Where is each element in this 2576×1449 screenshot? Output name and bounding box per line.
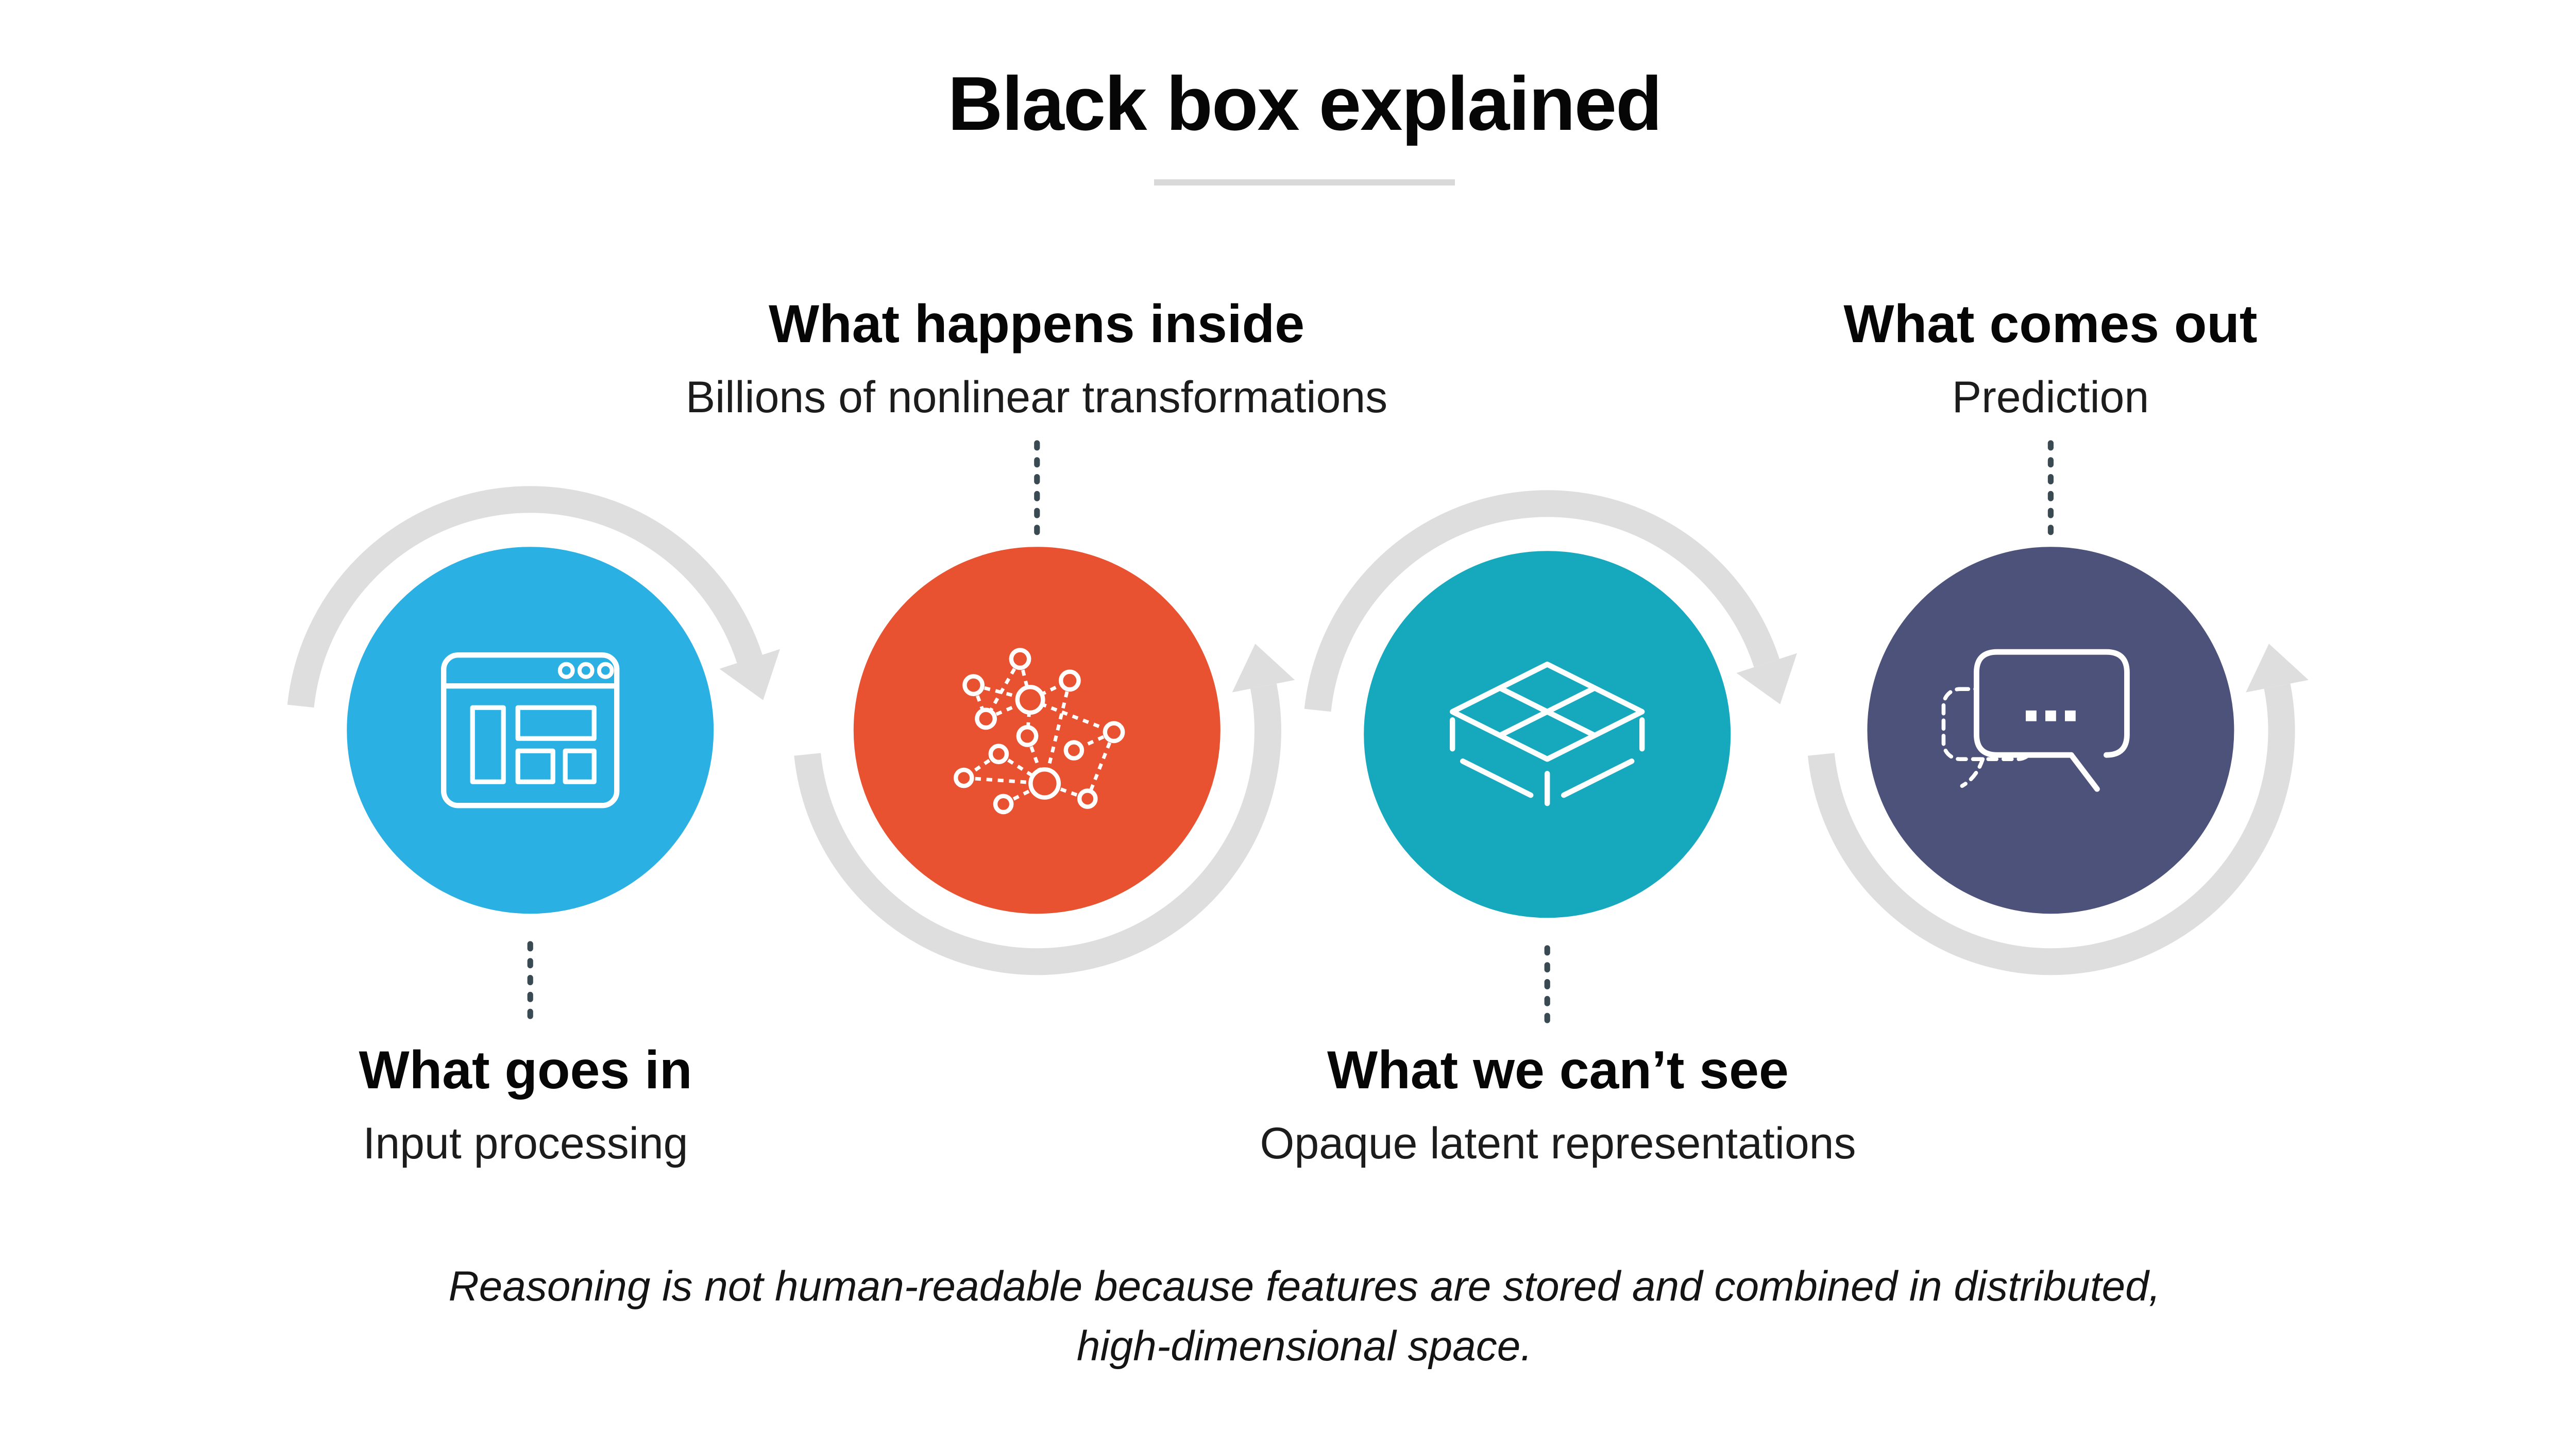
arc-under-step4 — [1807, 683, 2295, 975]
footnote-line-1: Reasoning is not human-readable because … — [448, 1263, 2161, 1311]
step1-sublabel: Input processing — [363, 1119, 688, 1169]
neural-network-icon — [954, 648, 1125, 815]
footnote-line-2: high-dimensional space. — [1076, 1323, 1533, 1371]
arc-under-step2 — [794, 683, 1281, 975]
step2-label-group: What happens inside Billions of nonlinea… — [686, 293, 1387, 425]
step2-label: What happens inside — [768, 293, 1305, 355]
network-nodes — [954, 648, 1125, 815]
arc-over-step3 — [1304, 490, 1780, 712]
step3-label: What we can’t see — [1327, 1039, 1789, 1101]
browser-window-icon — [440, 652, 620, 808]
step3-circle — [1364, 551, 1731, 918]
step3-label-group: What we can’t see Opaque latent represen… — [1260, 1039, 1856, 1171]
step3-sublabel: Opaque latent representations — [1260, 1119, 1856, 1169]
label-connectors — [527, 440, 2054, 1032]
arrow-down-icon — [719, 649, 780, 700]
step4-label: What comes out — [1843, 293, 2258, 355]
page-title: Black box explained — [947, 62, 1663, 146]
bubble-tail — [2068, 752, 2100, 792]
arrow-up-icon — [1232, 644, 1295, 693]
footnote: Reasoning is not human-readable because … — [448, 1257, 2160, 1377]
step2-sublabel: Billions of nonlinear transformations — [685, 373, 1388, 423]
layers-grid-icon — [1449, 661, 1645, 806]
arrow-up-icon — [2246, 644, 2309, 693]
step2-circle — [853, 547, 1221, 914]
cycle-arrows — [287, 486, 2309, 975]
arrow-down-icon — [1736, 653, 1797, 704]
step1-label-group: What goes in Input processing — [359, 1039, 692, 1171]
arc-over-step1 — [287, 486, 762, 708]
step1-label: What goes in — [359, 1039, 692, 1101]
title-underline — [1154, 179, 1455, 186]
bubble-body — [1973, 649, 2130, 758]
speech-bubble-icon — [1941, 649, 2130, 792]
step4-sublabel: Prediction — [1952, 373, 2149, 423]
step4-label-group: What comes out Prediction — [1843, 293, 2257, 425]
step1-circle — [347, 547, 714, 914]
ellipsis-dots — [2026, 710, 2076, 721]
